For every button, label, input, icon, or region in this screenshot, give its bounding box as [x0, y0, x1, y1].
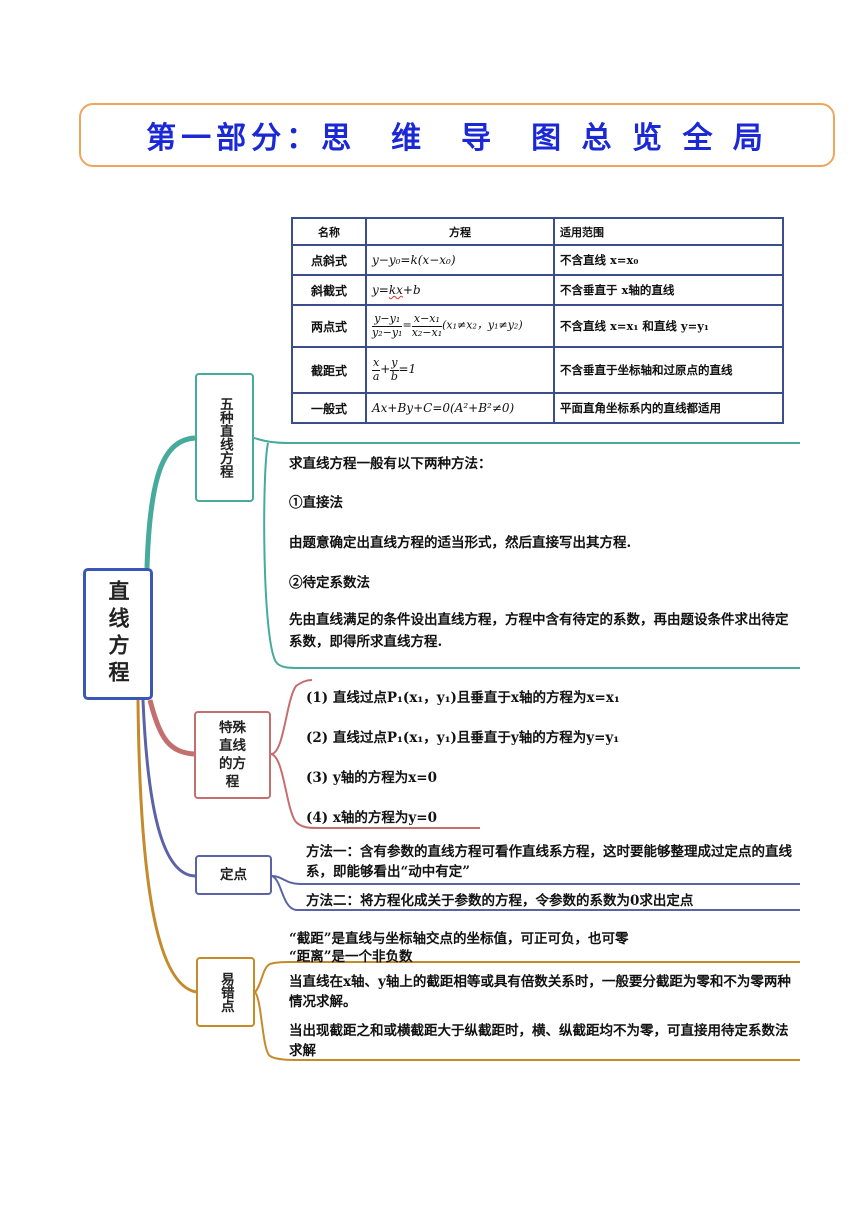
form-equation: y=kx+b — [365, 274, 555, 306]
branch-label: 特殊直线的方程 — [219, 719, 246, 791]
method-1-desc: 由题意确定出直线方程的适当形式，然后直接写出其方程. — [289, 535, 632, 551]
form-name: 斜截式 — [291, 274, 367, 306]
connector-branch-3 — [141, 699, 196, 878]
section-header: 第一部分：思 维 导 图 总 览 全 局 — [79, 103, 835, 167]
fixed-point-method-1: 方法一：含有参数的直线方程可看作直线系方程，这时要能够整理成过定点的直线系，即能… — [306, 844, 792, 880]
branch-node-five-forms: 五种直线方程 — [195, 373, 254, 502]
branch-label: 五种直线方程 — [216, 397, 233, 478]
connector-branch-4 — [136, 699, 197, 994]
table-header: 名称 — [291, 217, 367, 246]
form-equation: y−y₀=k(x−x₀) — [365, 244, 555, 276]
bracket-branch-2 — [270, 679, 313, 755]
eq-part: + — [380, 362, 391, 377]
error-note-2: 当直线在x轴、y轴上的截距相等或具有倍数关系时，一般要分截距为零和不为零两种情况… — [289, 974, 791, 1010]
method-2-desc: 先由直线满足的条件设出直线方程，方程中含有待定的系数，再由题设条件求出待定系数，… — [289, 612, 789, 650]
error-note-1-line-2: “距离”是一个非负数 — [289, 949, 413, 965]
eq-part: =1 — [398, 362, 417, 377]
bracket-branch-2-bottom — [270, 753, 480, 829]
special-line-item: (1) 直线过点P₁(x₁，y₁)且垂直于x轴的方程为x=x₁ — [306, 690, 620, 706]
special-line-item: (2) 直线过点P₁(x₁，y₁)且垂直于y轴的方程为y=y₁ — [306, 730, 620, 746]
branch-node-common-errors: 易错点 — [196, 957, 255, 1027]
table-row: 斜截式 y=kx+b 不含垂直于 x轴的直线 — [291, 274, 784, 306]
branch-node-fixed-point: 定点 — [195, 855, 272, 895]
special-line-item: (3) y轴的方程为x=0 — [306, 770, 437, 786]
frac-den: a — [372, 369, 380, 383]
form-name: 截距式 — [291, 346, 367, 394]
form-range: 不含直线 x=x₀ — [553, 244, 784, 276]
frac-den: b — [390, 369, 398, 383]
error-note-3: 当出现截距之和或横截距大于纵截距时，横、纵截距均不为零，可直接用待定系数法求解 — [289, 1023, 789, 1059]
connector-branch-1-out — [253, 437, 800, 444]
root-label: 直线方程 — [106, 580, 131, 688]
table-row: 点斜式 y−y₀=k(x−x₀) 不含直线 x=x₀ — [291, 244, 784, 276]
connector-branch-3-out-top — [271, 875, 800, 885]
eq-part: (x₁≠x₂，y₁≠y₂) — [442, 319, 523, 332]
eq-part: kx — [388, 283, 403, 297]
fixed-point-method-2: 方法二：将方程化成关于参数的方程，令参数的系数为0求出定点 — [306, 893, 694, 909]
form-name: 点斜式 — [291, 244, 367, 276]
form-name: 两点式 — [291, 304, 367, 348]
table-header: 方程 — [365, 217, 555, 246]
eq-part: +b — [402, 283, 421, 297]
eq-part: = — [402, 319, 412, 332]
methods-intro: 求直线方程一般有以下两种方法： — [289, 456, 492, 472]
branch-label: 定点 — [220, 866, 247, 883]
method-2-title: ②待定系数法 — [289, 575, 370, 591]
frac-den: y₂−y₁ — [372, 325, 403, 339]
special-line-item: (4) x轴的方程为y=0 — [306, 810, 437, 826]
form-name: 一般式 — [291, 392, 367, 424]
branch-node-special-lines: 特殊直线的方程 — [194, 711, 271, 799]
branch-label: 易错点 — [217, 971, 234, 1013]
bracket-branch-4-bottom — [254, 991, 800, 1061]
connector-branch-1 — [144, 435, 196, 569]
error-note-1-line-1: “截距”是直线与坐标轴交点的坐标值，可正可负，也可零 — [289, 931, 629, 947]
table-header: 适用范围 — [553, 217, 784, 246]
form-range: 不含直线 x=x₁ 和直线 y=y₁ — [553, 304, 784, 348]
frac-den: x₂−x₁ — [411, 325, 443, 339]
eq-part: y= — [372, 283, 389, 297]
bracket-branch-4 — [254, 961, 800, 993]
form-range: 不含垂直于坐标轴和过原点的直线 — [553, 346, 784, 394]
form-range: 不含垂直于 x轴的直线 — [553, 274, 784, 306]
section-title: 第一部分：思 维 导 图 总 览 全 局 — [146, 121, 768, 156]
method-1-title: ①直接法 — [289, 495, 343, 511]
bracket-branch-1 — [263, 442, 800, 669]
frac-num: x — [372, 356, 381, 371]
line-equation-table: 名称 方程 适用范围 点斜式 y−y₀=k(x−x₀) 不含直线 x=x₀ 斜截… — [291, 217, 784, 424]
table-header-row: 名称 方程 适用范围 — [291, 217, 784, 246]
connector-branch-3-out-bottom — [271, 875, 800, 911]
root-node: 直线方程 — [83, 568, 153, 700]
connector-branch-2 — [147, 699, 195, 757]
form-equation: Ax+By+C=0(A²+B²≠0) — [365, 392, 555, 424]
form-range: 平面直角坐标系内的直线都适用 — [553, 392, 784, 424]
frac-num: y — [390, 356, 399, 371]
frac-num: y−y₁ — [372, 313, 403, 327]
table-row: 一般式 Ax+By+C=0(A²+B²≠0) 平面直角坐标系内的直线都适用 — [291, 392, 784, 424]
frac-num: x−x₁ — [411, 313, 443, 327]
